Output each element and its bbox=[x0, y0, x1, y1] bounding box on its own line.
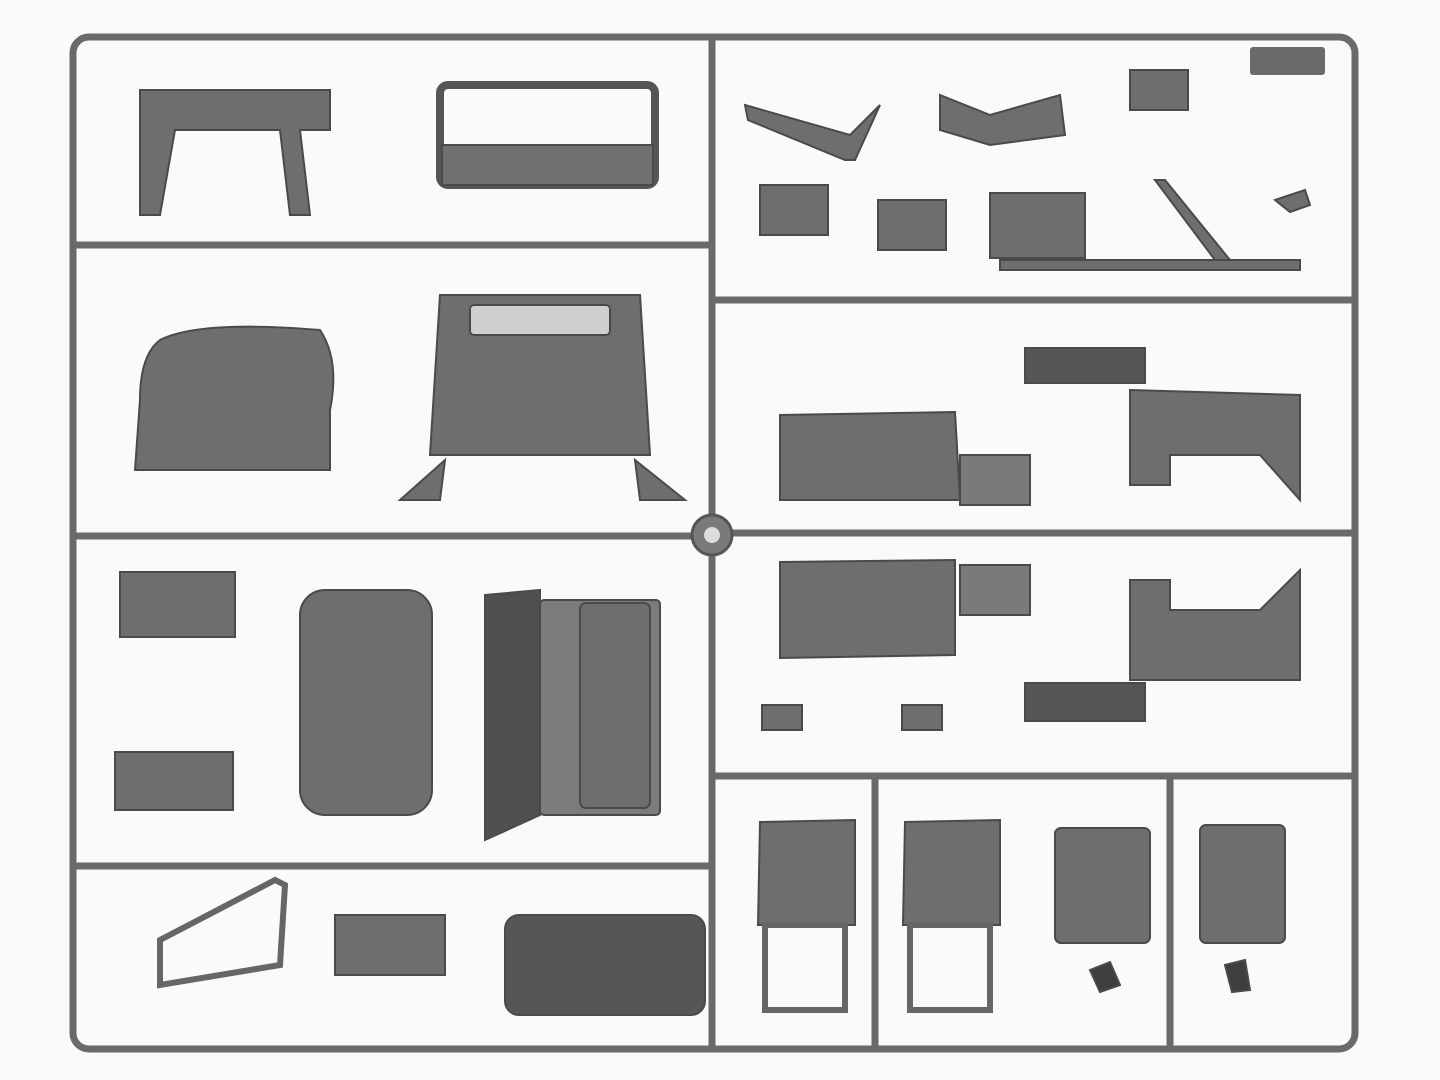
part-tread-plate-2 bbox=[959, 564, 1031, 616]
part-square-2 bbox=[877, 199, 947, 251]
part-bracket-left bbox=[397, 457, 447, 501]
part-rear-window-opening bbox=[469, 304, 611, 336]
part-rod-bracket bbox=[157, 876, 289, 989]
part-seat-right bbox=[901, 818, 1001, 926]
part-fuel-tank bbox=[299, 589, 433, 816]
part-small-plate-top bbox=[1129, 69, 1189, 111]
part-step-1 bbox=[1024, 347, 1146, 384]
part-small-panel-2 bbox=[114, 751, 234, 811]
part-window-sill bbox=[441, 144, 654, 186]
part-seat-left-frame bbox=[762, 922, 848, 1013]
part-seat-left bbox=[756, 818, 856, 926]
part-small-clip-2 bbox=[901, 704, 943, 731]
part-battery-box-2 bbox=[779, 558, 956, 660]
part-mudguard-upper bbox=[1129, 388, 1301, 503]
part-small-triangle bbox=[1272, 188, 1312, 214]
part-step-2 bbox=[1024, 682, 1146, 722]
part-tread-plate-1 bbox=[959, 454, 1031, 506]
part-dashboard bbox=[139, 89, 331, 216]
parts bbox=[114, 69, 1312, 1016]
part-mudguard-lower bbox=[1129, 567, 1301, 681]
part-seat-back bbox=[133, 325, 335, 471]
part-mirror-1 bbox=[1088, 960, 1122, 994]
part-door-card-1 bbox=[1054, 827, 1151, 944]
part-square-1 bbox=[759, 184, 829, 236]
part-bracket-right bbox=[633, 457, 688, 501]
part-angled-panel bbox=[939, 93, 1067, 147]
sprue-tag bbox=[1250, 47, 1325, 75]
part-ribbed-plate bbox=[334, 914, 446, 976]
part-ribbed-step bbox=[989, 192, 1086, 259]
part-grille bbox=[504, 914, 706, 1016]
part-door-card-2 bbox=[1199, 824, 1286, 944]
part-mirror-2 bbox=[1223, 958, 1252, 994]
part-frame-strut bbox=[999, 179, 1301, 271]
part-v-panel bbox=[743, 103, 881, 161]
sprue-frame bbox=[69, 33, 1359, 1053]
part-door-panel bbox=[484, 588, 541, 842]
part-seat-right-frame bbox=[907, 922, 993, 1013]
sprue-hub bbox=[690, 513, 734, 557]
part-inner-door bbox=[579, 602, 651, 809]
part-battery-box-1 bbox=[779, 410, 962, 501]
part-small-clip-1 bbox=[761, 704, 803, 731]
part-small-panel-1 bbox=[119, 571, 236, 638]
